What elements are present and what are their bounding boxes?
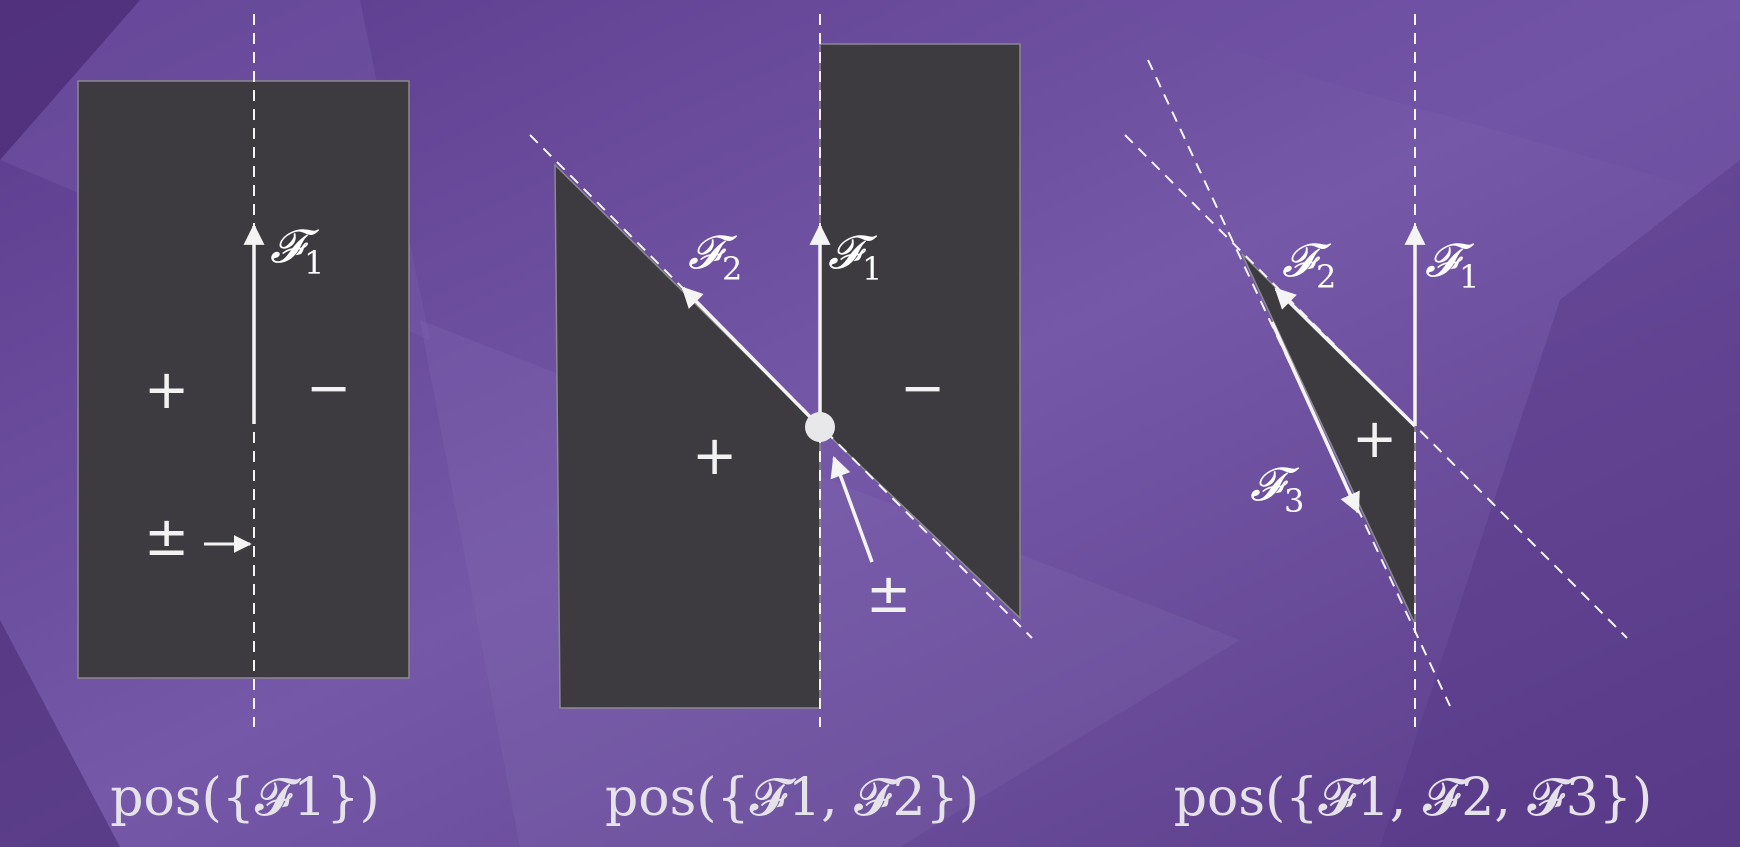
panel-2: 𝓕1 𝓕2 + − ± pos({𝓕1, 𝓕2}) bbox=[529, 14, 1033, 828]
panel-3-hyperplane-f2 bbox=[1124, 134, 1628, 639]
panel-1-minus-sign: − bbox=[306, 356, 351, 419]
panel-2-plus-sign: + bbox=[692, 424, 737, 487]
panel-1-plusminus-sign: ± bbox=[144, 505, 189, 568]
panel-2-plusminus-sign: ± bbox=[866, 562, 911, 625]
panel-2-hyperplane-f2 bbox=[529, 134, 1033, 639]
panel-3-vector-f2 bbox=[1274, 287, 1417, 428]
panel-1: 𝓕1 + − ± pos({𝓕1}) bbox=[77, 14, 410, 828]
panel-1-plus-sign: + bbox=[144, 358, 189, 421]
panel-3-label-f1: 𝓕1 bbox=[1425, 233, 1479, 296]
panel-2-origin-point bbox=[805, 412, 835, 442]
panel-3-plus-sign: + bbox=[1352, 407, 1397, 470]
panel-2-caption: pos({𝓕1, 𝓕2}) bbox=[605, 768, 979, 828]
panel-1-region bbox=[77, 80, 410, 679]
panel-3: 𝓕1 𝓕2 𝓕3 + pos({𝓕1, 𝓕2, 𝓕3}) bbox=[1124, 14, 1653, 828]
panel-1-caption: pos({𝓕1}) bbox=[110, 768, 379, 828]
panel-3-caption: pos({𝓕1, 𝓕2, 𝓕3}) bbox=[1174, 768, 1653, 828]
panel-3-vector-f3 bbox=[1270, 321, 1360, 514]
panel-3-label-f3: 𝓕3 bbox=[1250, 457, 1304, 520]
panel-2-minus-sign: − bbox=[900, 356, 945, 419]
panel-3-hyperplane-f3 bbox=[1147, 59, 1451, 707]
panel-2-plusminus-arrow bbox=[830, 456, 874, 563]
panel-1-label-f1: 𝓕1 bbox=[270, 219, 324, 282]
panel-2-vector-f2 bbox=[681, 286, 822, 429]
